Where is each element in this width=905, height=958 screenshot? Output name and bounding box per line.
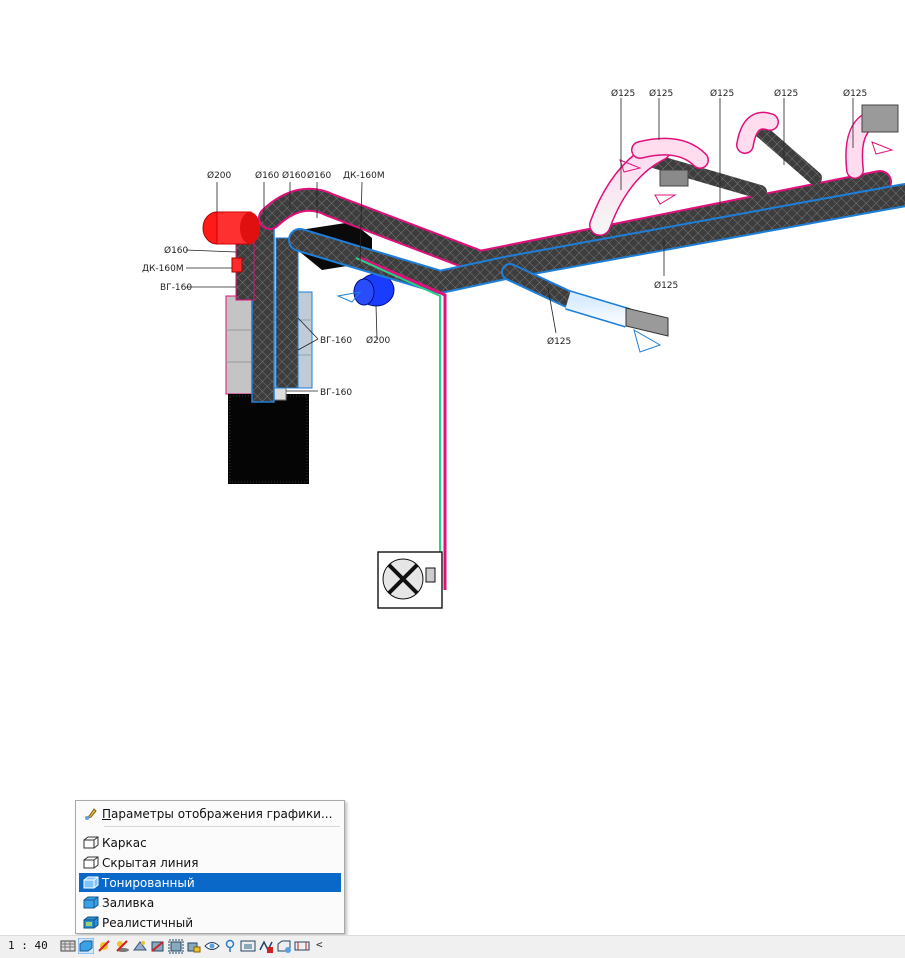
tag-d125: Ø125 — [774, 88, 798, 99]
visual-style-icon[interactable] — [78, 938, 94, 954]
tag-dk160m: ДК-160М — [343, 171, 385, 181]
duct-network[interactable] — [258, 123, 905, 309]
tag-d125: Ø125 — [843, 88, 867, 99]
tag-d160: Ø160 — [282, 170, 307, 181]
flex-duct-pink[interactable] — [589, 109, 884, 236]
outlet-200[interactable] — [336, 273, 395, 307]
tag-vg160: ВГ-160 — [160, 283, 192, 293]
shaded-icon — [83, 876, 99, 890]
tag-vg160: ВГ-160 — [320, 336, 352, 346]
leader-lines — [185, 98, 854, 392]
visual-style-menu: Параметры отображения графики... Каркас … — [75, 800, 345, 934]
tag-d160: Ø160 — [307, 170, 332, 181]
fresh-air-inlet[interactable] — [202, 211, 260, 273]
tag-d125: Ø125 — [654, 280, 678, 291]
menu-item-wireframe[interactable]: Каркас — [79, 833, 341, 852]
realistic-icon — [83, 916, 99, 930]
tag-d200: Ø200 — [366, 335, 391, 346]
wireframe-icon — [83, 836, 99, 850]
flex-duct-blue[interactable] — [565, 290, 631, 328]
outdoor-condenser-unit[interactable] — [377, 551, 443, 609]
menu-item-label: Тонированный — [102, 875, 195, 890]
vertical-ducts[interactable] — [235, 221, 299, 403]
crop-region-icon[interactable] — [168, 938, 184, 954]
menu-item-label: Параметры отображения графики... — [102, 806, 333, 821]
temporary-properties-icon[interactable] — [240, 938, 256, 954]
reveal-hidden-icon[interactable] — [222, 938, 238, 954]
hidden-line-icon — [83, 856, 99, 870]
highlight-displacement-icon[interactable] — [276, 938, 292, 954]
air-terminals[interactable] — [619, 104, 899, 353]
crop-view-icon[interactable] — [150, 938, 166, 954]
menu-item-consistent-colors[interactable]: Заливка — [79, 893, 341, 912]
tag-dk160m: ДК-160М — [142, 264, 184, 274]
view-control-bar: 1 : 40 < — [0, 935, 905, 958]
menu-item-graphics-display-options[interactable]: Параметры отображения графики... — [79, 804, 341, 823]
duct-tags: Ø200 Ø160 Ø160 Ø160 ДК-160М Ø160 ДК-160М… — [142, 88, 867, 398]
menu-item-label: Реалистичный — [102, 915, 194, 930]
menu-item-realistic[interactable]: Реалистичный — [79, 913, 341, 932]
tag-d160: Ø160 — [255, 170, 280, 181]
menu-item-label: Каркас — [102, 835, 147, 850]
reveal-constraints-icon[interactable] — [294, 938, 310, 954]
view-scale[interactable]: 1 : 40 — [8, 939, 48, 952]
tag-d160: Ø160 — [164, 245, 189, 256]
detail-level-icon[interactable] — [60, 938, 76, 954]
tag-d125: Ø125 — [547, 336, 571, 347]
menu-item-hidden-line[interactable]: Скрытая линия — [79, 853, 341, 872]
expand-more-button[interactable]: < — [316, 938, 323, 951]
unlocked-3d-view-icon[interactable] — [186, 938, 202, 954]
tag-d125: Ø125 — [611, 88, 635, 99]
sun-path-icon[interactable] — [96, 938, 112, 954]
tag-d125: Ø125 — [649, 88, 673, 99]
3d-view-canvas[interactable]: Ø200 Ø160 Ø160 Ø160 ДК-160М Ø160 ДК-160М… — [0, 0, 905, 935]
menu-item-label: Скрытая линия — [102, 855, 199, 870]
menu-separator — [104, 826, 340, 827]
analytical-model-icon[interactable] — [258, 938, 274, 954]
render-icon[interactable] — [132, 938, 148, 954]
menu-item-label: Заливка — [102, 895, 155, 910]
tag-vg160: ВГ-160 — [320, 388, 352, 398]
refrigerant-line[interactable] — [355, 256, 447, 590]
temporary-hide-icon[interactable] — [204, 938, 220, 954]
tag-d200: Ø200 — [207, 170, 232, 181]
consistent-colors-icon — [83, 896, 99, 910]
menu-item-shaded[interactable]: Тонированный — [79, 873, 341, 892]
shadows-icon[interactable] — [114, 938, 130, 954]
graphics-display-options-icon — [83, 807, 99, 821]
tag-d125: Ø125 — [710, 88, 734, 99]
